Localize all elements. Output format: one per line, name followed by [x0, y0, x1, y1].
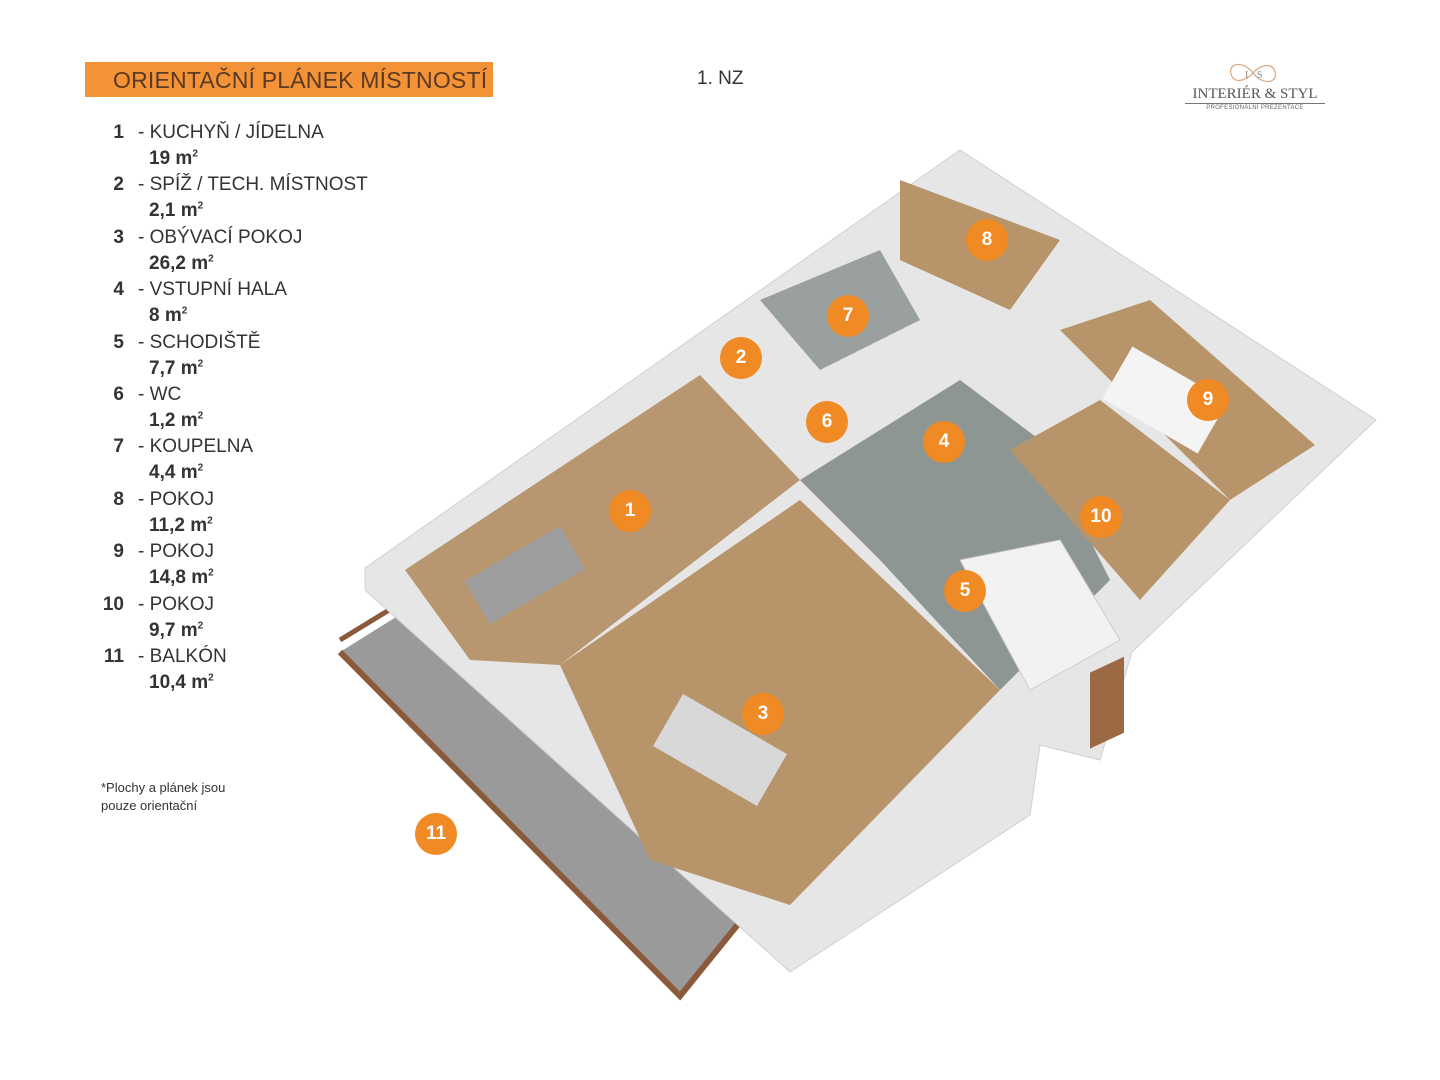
room-name: - POKOJ	[138, 488, 215, 510]
room-number: 8	[113, 488, 124, 510]
room-marker-9: 9	[1187, 379, 1229, 421]
room-area: 26,2 m2	[149, 253, 214, 275]
room-area: 11,2 m2	[149, 515, 213, 537]
room-marker-10: 10	[1080, 496, 1122, 538]
room-name: - KUCHYŇ / JÍDELNA	[138, 122, 324, 143]
logo-subtitle: PROFESIONÁLNÍ PREZENTACE	[1206, 105, 1304, 111]
room-area-value: 8 m	[149, 305, 182, 327]
room-name: - KOUPELNA	[138, 436, 254, 458]
logo-name: INTERIÉR & STYL	[1185, 86, 1325, 104]
room-number: 2	[113, 174, 124, 196]
svg-text:I: I	[1245, 70, 1248, 81]
area-unit-exponent: 2	[208, 253, 214, 265]
room-name: - SPÍŽ / TECH. MÍSTNOST	[138, 174, 368, 196]
title-banner: ORIENTAČNÍ PLÁNEK MÍSTNOSTÍ	[85, 62, 493, 97]
sofa	[653, 694, 787, 806]
area-unit-exponent: 2	[208, 567, 214, 579]
room-number: 9	[113, 541, 124, 563]
area-unit-exponent: 2	[197, 410, 204, 422]
room-area-value: 10,4 m	[149, 671, 209, 693]
room-marker-5: 5	[944, 570, 986, 612]
room-marker-2: 2	[720, 337, 762, 379]
area-unit-exponent: 2	[197, 201, 204, 213]
room-name: - BALKÓN	[138, 645, 227, 667]
room-number: 5	[113, 331, 124, 353]
area-unit-exponent: 2	[197, 463, 204, 475]
room-name: - WC	[138, 383, 182, 405]
room-number: 1	[113, 122, 124, 143]
room-area-value: 7,7 m	[149, 357, 198, 379]
room-area: 9,7 m2	[149, 620, 203, 642]
room-area: 8 m2	[149, 305, 187, 327]
floor-label: 1. NZ	[697, 68, 744, 89]
room-number: 10	[102, 593, 124, 615]
dining-table	[464, 525, 586, 625]
balcony-railing	[337, 649, 751, 1001]
area-unit-exponent: 2	[181, 305, 188, 317]
room-name: - POKOJ	[138, 541, 215, 563]
area-unit-exponent: 2	[207, 515, 213, 527]
room-name: - VSTUPNÍ HALA	[138, 279, 287, 301]
area-unit-exponent: 2	[192, 148, 198, 160]
room-area-value: 14,8 m	[149, 567, 209, 589]
room-marker-6: 6	[806, 401, 848, 443]
room-marker-7: 7	[827, 295, 869, 337]
room-number: 11	[103, 645, 124, 667]
room-name: - SCHODIŠTĚ	[138, 331, 261, 353]
bed	[1102, 346, 1228, 454]
room-marker-1: 1	[609, 490, 651, 532]
area-unit-exponent: 2	[197, 358, 204, 370]
room-area: 14,8 m2	[149, 567, 214, 589]
room-area-value: 1,2 m	[149, 409, 198, 431]
room-marker-8: 8	[966, 219, 1008, 261]
note-line: *Plochy a plánek jsou	[101, 780, 226, 795]
room-marker-11: 11	[415, 813, 457, 855]
balcony-floor	[340, 607, 748, 996]
room-number: 4	[113, 279, 124, 301]
room-marker-4: 4	[923, 421, 965, 463]
svg-text:S: S	[1257, 70, 1263, 81]
room-name: - OBÝVACÍ POKOJ	[138, 226, 303, 248]
room-area-value: 26,2 m	[149, 252, 209, 274]
room-name: - POKOJ	[138, 593, 215, 615]
room-area-value: 4,4 m	[149, 462, 198, 484]
room10-floor	[1010, 400, 1230, 600]
front-door	[1090, 656, 1124, 749]
room-area: 1,2 m2	[149, 410, 203, 432]
room-area: 2,1 m2	[149, 200, 203, 222]
room-area: 10,4 m2	[149, 672, 214, 694]
room-area-value: 2,1 m	[149, 200, 198, 222]
room-number: 6	[113, 383, 124, 405]
room-number: 7	[113, 436, 124, 458]
room-area: 7,7 m2	[149, 358, 203, 380]
room-area: 4,4 m2	[149, 462, 203, 484]
disclaimer-note: *Plochy a plánek jsou pouze orientační	[101, 779, 225, 815]
room-area-value: 9,7 m	[149, 619, 198, 641]
room-marker-3: 3	[742, 693, 784, 735]
room-area: 19 m2	[149, 148, 198, 170]
room-number: 3	[113, 226, 124, 248]
note-line: pouze orientační	[101, 798, 198, 813]
stairs	[959, 539, 1121, 691]
page-title: ORIENTAČNÍ PLÁNEK MÍSTNOSTÍ	[113, 67, 488, 93]
room-area-value: 11,2 m	[149, 514, 208, 536]
area-unit-exponent: 2	[208, 672, 214, 684]
area-unit-exponent: 2	[197, 620, 204, 632]
room-area-value: 19 m	[149, 148, 193, 169]
